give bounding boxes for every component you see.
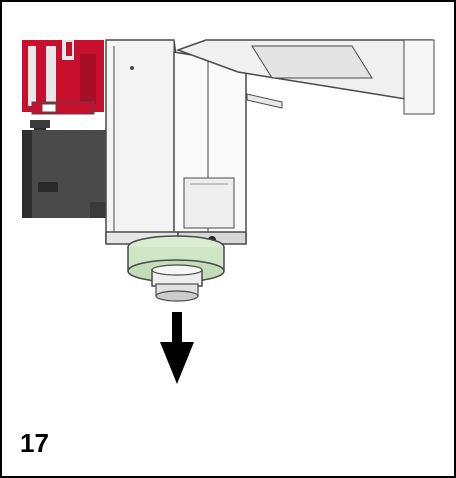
machine-dark-block: [22, 130, 114, 218]
down-arrow-icon: [160, 312, 194, 384]
tool-nozzle: [151, 264, 203, 302]
right-column: [173, 51, 247, 243]
machine-red-frame: [22, 40, 104, 134]
step-number: 17: [20, 428, 49, 458]
top-tray: [175, 39, 435, 115]
